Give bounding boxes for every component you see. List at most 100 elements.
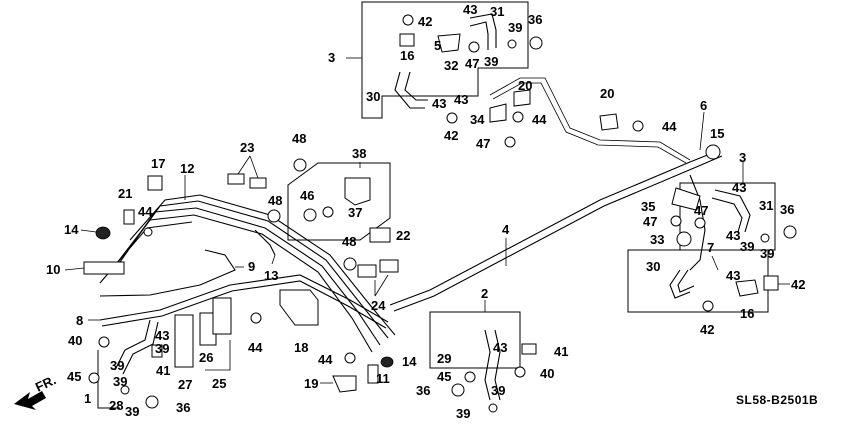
fitting-11 bbox=[367, 364, 379, 384]
clip-20-top bbox=[513, 89, 531, 107]
callout-16b: 16 bbox=[740, 306, 754, 321]
bolt-45b bbox=[464, 371, 476, 383]
leader-lines bbox=[64, 57, 790, 384]
callout-30b: 30 bbox=[646, 259, 660, 274]
lead-7 bbox=[711, 255, 719, 271]
callout-39f: 39 bbox=[456, 406, 470, 421]
pipe-top-b bbox=[492, 82, 687, 164]
callout-43f: 43 bbox=[726, 268, 740, 283]
callout-47c: 47 bbox=[643, 214, 657, 229]
callout-9: 9 bbox=[248, 259, 255, 274]
frame-1 bbox=[97, 350, 120, 409]
bracket-35 bbox=[671, 187, 701, 211]
callout-39e: 39 bbox=[491, 383, 505, 398]
nut-42-far-right bbox=[763, 275, 779, 291]
brake-pipes bbox=[99, 13, 751, 401]
callout-39i: 39 bbox=[113, 374, 127, 389]
callout-2: 2 bbox=[481, 286, 488, 301]
callout-22: 22 bbox=[396, 228, 410, 243]
callout-40a: 40 bbox=[68, 333, 82, 348]
callout-14a: 14 bbox=[64, 222, 79, 237]
callout-35: 35 bbox=[641, 199, 655, 214]
clip-24b bbox=[379, 259, 399, 273]
nut-48c bbox=[343, 257, 357, 271]
callout-20b: 20 bbox=[600, 86, 614, 101]
callout-41b: 41 bbox=[554, 344, 568, 359]
washer-39a bbox=[507, 39, 517, 49]
hose-31r bbox=[714, 189, 751, 233]
frame-38 bbox=[287, 162, 391, 241]
callout-15: 15 bbox=[710, 126, 724, 141]
pipe-9 bbox=[99, 249, 236, 297]
washer-39d bbox=[120, 385, 130, 395]
callout-43e: 43 bbox=[726, 228, 740, 243]
clip-20-right bbox=[599, 113, 619, 131]
callout-5: 5 bbox=[434, 38, 441, 53]
lead-10 bbox=[64, 267, 85, 271]
callout-40b: 40 bbox=[540, 366, 554, 381]
pipe-4a bbox=[389, 149, 721, 306]
callout-27: 27 bbox=[178, 377, 192, 392]
pipe-top-a bbox=[489, 77, 691, 161]
nut-47d bbox=[694, 217, 706, 229]
diagram-code: SL58-B2501B bbox=[736, 393, 818, 407]
clip-19 bbox=[332, 375, 357, 393]
fitting-40a bbox=[98, 336, 110, 348]
clip-25 bbox=[212, 297, 232, 335]
hose-2b bbox=[494, 329, 501, 401]
callout-47d: 47 bbox=[694, 203, 708, 218]
fitting-10 bbox=[83, 261, 125, 275]
callout-42c: 42 bbox=[791, 277, 805, 292]
callout-36c: 36 bbox=[416, 383, 430, 398]
bolt-46 bbox=[303, 208, 317, 222]
bracket-18 bbox=[279, 289, 319, 326]
clip-22 bbox=[369, 227, 391, 243]
callout-14b: 14 bbox=[402, 354, 417, 369]
clip-24a bbox=[357, 264, 377, 278]
hose-31rb bbox=[711, 197, 743, 233]
callout-44b: 44 bbox=[662, 119, 677, 134]
callout-45a: 45 bbox=[67, 369, 81, 384]
front-arrow: FR. bbox=[14, 372, 58, 410]
hose-31 bbox=[469, 13, 497, 48]
grommet-14-left bbox=[95, 226, 111, 240]
clip-16-right bbox=[735, 279, 759, 297]
callout-25: 25 bbox=[212, 376, 226, 391]
clip-23a bbox=[227, 173, 245, 185]
bolt-44a bbox=[143, 227, 153, 237]
lead-25 bbox=[205, 340, 231, 371]
callout-6: 6 bbox=[700, 98, 707, 113]
bracket-32 bbox=[437, 33, 461, 53]
grommet-14-center bbox=[380, 356, 394, 368]
callout-26: 26 bbox=[199, 350, 213, 365]
callout-42b: 42 bbox=[444, 128, 458, 143]
bolt-36-bottom-center bbox=[451, 383, 465, 397]
callout-44a: 44 bbox=[532, 112, 547, 127]
callout-1: 1 bbox=[84, 391, 91, 406]
callout-43h: 43 bbox=[155, 328, 169, 343]
clip-27 bbox=[174, 314, 194, 368]
frame-upper-center bbox=[361, 1, 529, 119]
callout-43g: 43 bbox=[493, 340, 507, 355]
pipe-8 bbox=[99, 274, 389, 323]
callout-24: 24 bbox=[371, 298, 386, 313]
callout-32: 32 bbox=[444, 58, 458, 73]
bolt-36-right bbox=[783, 225, 797, 239]
lead-13 bbox=[271, 254, 276, 265]
callout-44e: 44 bbox=[318, 352, 333, 367]
callout-37: 37 bbox=[348, 205, 362, 220]
callout-43c: 43 bbox=[454, 92, 468, 107]
clip-21 bbox=[123, 209, 135, 225]
callout-43d: 43 bbox=[732, 180, 746, 195]
hose-30r bbox=[669, 269, 691, 299]
callout-20a: 20 bbox=[518, 78, 532, 93]
callout-28: 28 bbox=[109, 398, 123, 413]
callout-39b: 39 bbox=[484, 54, 498, 69]
callout-39h: 39 bbox=[155, 341, 169, 356]
callout-7: 7 bbox=[707, 240, 714, 255]
callout-48a: 48 bbox=[292, 131, 306, 146]
callout-33: 33 bbox=[650, 232, 664, 247]
callout-23: 23 bbox=[240, 140, 254, 155]
pipe-13 bbox=[254, 229, 276, 256]
